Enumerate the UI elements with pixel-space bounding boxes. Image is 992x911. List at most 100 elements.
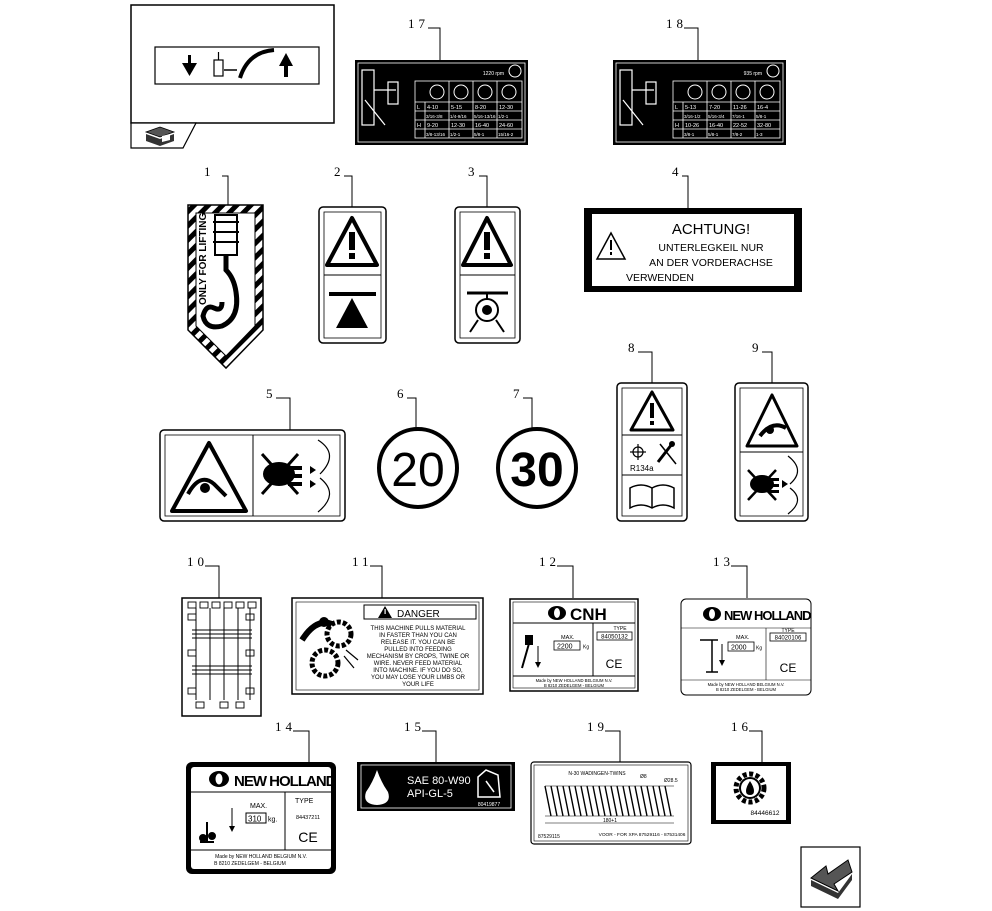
callout-19: 19 [587,719,608,734]
decal-18-row-h2-4: 1-3 [756,132,763,137]
decal-17-row-h-2: 12-30 [451,123,465,129]
decal-4-line-2: AN DER VORDERACHSE [649,257,773,269]
decal-11-line-0: THIS MACHINE PULLS MATERIAL [371,626,467,632]
decal-18-row-l-0: L [675,105,678,111]
decal-11-line-5: WIRE. NEVER FEED MATERIAL [374,661,463,667]
decal-13-footer-2: B 8210 ZEDELGEM - BELGIUM [716,687,777,692]
decal-8-refrigerant: R134a [630,464,654,473]
wheel-chock-icon [329,292,376,328]
warning-triangle-icon [745,393,799,448]
callout-2: 2 [334,164,345,179]
gearbox-icon [477,769,501,798]
decal-15-oil-spec: SAE 80-W90 API-GL-5 80419877 [357,762,515,811]
decal-11-danger-feeding: DANGER THIS MACHINE PULLS MATERIAL IN FA… [291,597,484,695]
decal-12-cnh-plate: CNH MAX. 2200 Kg TYPE 84050132 CE Made b… [509,598,639,692]
decal-19-footer: VOOR - FOR XPA 87529116 - 87531406 [599,832,686,838]
decal-18-row-l-4: 16-4 [757,105,768,111]
callout-9: 9 [752,340,763,355]
decal-13-newholland-plate: NEW HOLLAND MAX. 2000 Kg TYPE 84020106 C… [680,598,812,696]
callout-16: 16 [731,719,752,734]
decal-11-header: DANGER [397,609,440,620]
decal-17-row-l2-3: 5/16-13/16 [474,114,496,119]
decal-18-hydraulic-chart: 935 rpm L 5-13 7-20 11-26 16-4 3/16-1/2 … [613,60,786,145]
decal-15-code: 80419877 [478,802,500,808]
decal-13-unit: Kg [756,646,762,652]
decal-18-row-h2-1: 3/8-1 [684,132,695,137]
snowflake-icon [630,444,646,460]
brand-logo-icon [703,607,721,621]
decal-13-ce: CE [780,661,797,675]
callout-4: 4 [672,164,683,179]
decal-17-row-h2-3: 5/8-1 [474,132,485,137]
reference-inset-box [130,4,335,149]
decal-17-row-l-2: 5-15 [451,105,462,111]
curve-icon [238,48,275,79]
decal-17-row-h2-1: 3/8-13/16 [426,132,446,137]
decal-17-row-h-3: 16-40 [475,123,489,129]
decal-12-brand: CNH [570,605,607,624]
decal-1-lifting-hook: ONLY FOR LIFTING [187,204,264,370]
decal-18-row-l-3: 11-26 [733,105,747,111]
decal-18-row-h-3: 22-52 [733,123,747,129]
decal-15-line-1: SAE 80-W90 [407,775,471,787]
decal-8-refrigerant: R134a [616,382,688,522]
decal-17-row-l-3: 8-20 [475,105,486,111]
decal-14-max-value: 310 [248,815,262,824]
decal-12-footer-1: Made by NEW HOLLAND BELGIUM N.V. [536,678,613,683]
decal-7-speed-30: 30 [496,427,578,509]
warning-triangle-icon [461,216,513,267]
decal-12-max-value: 2200 [557,644,573,651]
decal-11-line-3: PULLED INTO FEEDING [384,647,452,653]
decal-17-row-l2-2: 1/4-9/16 [450,114,467,119]
decal-12-ce: CE [606,657,623,671]
decal-5-crush-hazard [159,429,346,522]
callout-10: 10 [187,554,208,569]
decal-14-brand: NEW HOLLAND [234,773,337,790]
decal-18-row-h-1: 10-26 [685,123,699,129]
decal-17-row-l2-4: 1/2-1 [498,114,509,119]
decal-18-row-l-2: 7-20 [709,105,720,111]
callout-17: 17 [408,16,429,31]
decal-13-brand: NEW HOLLAND [724,608,811,623]
hydraulic-cylinder-icon [213,52,237,77]
decal-14-newholland-plate: NEW HOLLAND MAX. 310 kg. TYPE 84437211 C… [186,762,338,874]
book-reference-icon [144,126,176,146]
decal-1-text: ONLY FOR LIFTING [198,213,209,305]
arrow-up-icon [279,53,293,77]
crane-hook-icon [200,214,240,330]
decal-14-type-label: TYPE [295,798,314,805]
decal-19-length: 180+1 [603,818,617,824]
callout-12: 12 [539,554,560,569]
entanglement-icon [467,291,508,333]
decal-11-line-2: RELEASE IT. YOU CAN BE [381,640,455,646]
brand-logo-icon [209,771,229,787]
decal-13-max-value: 2000 [731,645,747,652]
callout-7: 7 [513,386,524,401]
decal-17-row-h-1: 9-20 [427,123,438,129]
decal-10-wiring-diagram [181,597,262,717]
callout-1: 1 [204,164,215,179]
callout-5: 5 [266,386,277,401]
decal-11-line-7: YOU MAY LOSE YOUR LIMBS OR [371,675,466,681]
decal-18-row-h2-3: 7/8-2 [732,132,743,137]
decal-19-dim-2: Ø28.5 [664,778,678,784]
decal-18-row-l2-2: 5/16-3/4 [708,114,725,119]
callout-18: 18 [666,16,687,31]
decal-16-code: 84446612 [751,810,780,817]
decal-18-row-h2-2: 5/8-1 [708,132,719,137]
decal-11-line-8: YOUR LIFE [402,682,434,688]
decal-11-line-4: MECHANISM BY CROPS, TWINE OR [367,654,470,660]
decal-4-title: ACHTUNG! [672,221,750,238]
decal-14-ce: CE [298,829,317,845]
next-page-arrow-icon[interactable] [800,846,861,908]
decal-13-max-label: MAX. [736,635,750,641]
decal-15-line-2: API-GL-5 [407,788,453,800]
decal-17-hydraulic-chart: 1220 rpm L 4-10 5-15 8-20 12-30 3/16-3/8… [355,60,528,145]
no-hands-icon [747,455,799,515]
decal-14-max-label: MAX. [250,803,267,810]
decal-14-footer-2: B 8210 ZEDELGEM - BELGIUM [214,861,286,867]
decal-14-unit: kg. [268,817,277,824]
decal-4-achtung: ACHTUNG! UNTERLEGKEIL NUR AN DER VORDERA… [584,208,802,292]
decal-14-type-value: 84437211 [296,815,320,821]
